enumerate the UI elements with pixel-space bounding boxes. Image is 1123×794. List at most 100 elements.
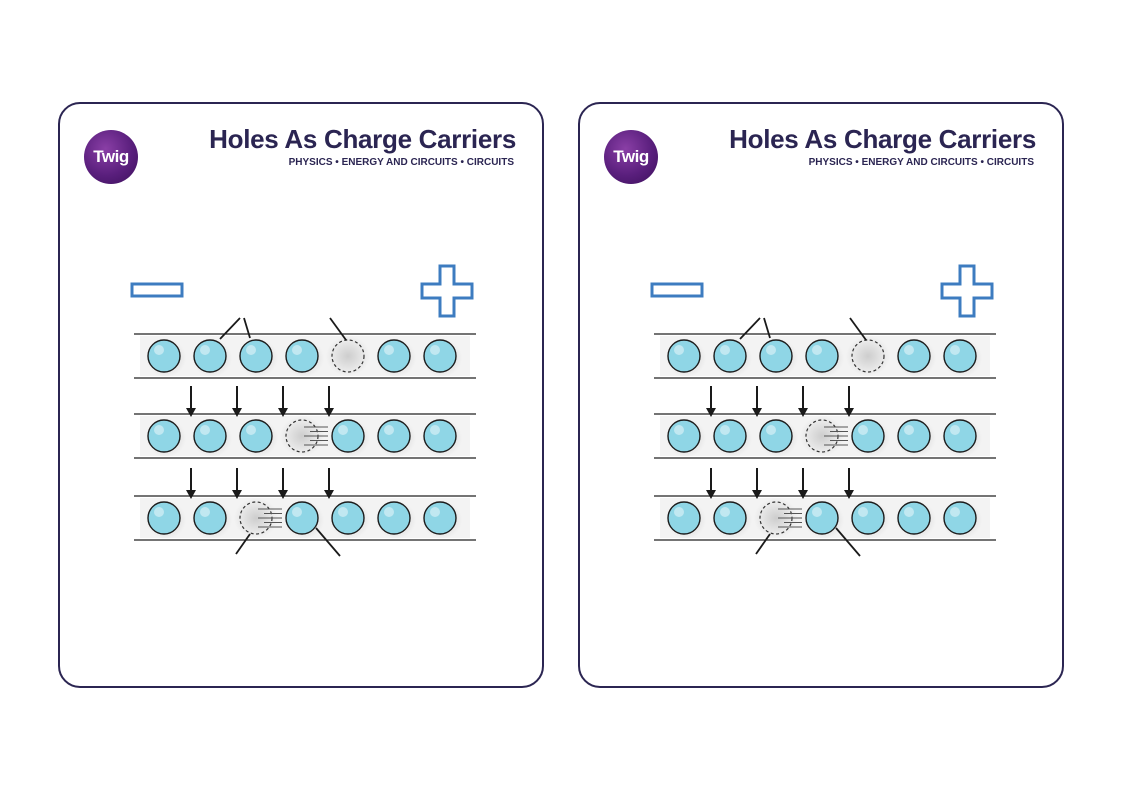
electron-circle (377, 419, 411, 453)
down-arrow-head (706, 408, 716, 417)
electron-circle (851, 501, 885, 535)
electron-circle (193, 339, 227, 373)
electron-highlight (384, 507, 394, 517)
down-arrow-head (752, 408, 762, 417)
down-arrow-head (186, 408, 196, 417)
electron-circle (331, 419, 365, 453)
electron-circle (377, 501, 411, 535)
hole-shading (280, 416, 324, 456)
atom-row (134, 413, 476, 459)
electron-circle (331, 501, 365, 535)
electron-circle (193, 501, 227, 535)
electron-circle (713, 501, 747, 535)
electron-highlight (812, 507, 822, 517)
leader-line (835, 527, 861, 557)
down-arrow-head (186, 490, 196, 499)
down-arrow-head (278, 490, 288, 499)
twig-logo: Twig (84, 130, 138, 184)
electron-circle (943, 339, 977, 373)
down-arrow-head (278, 408, 288, 417)
electron-highlight (674, 507, 684, 517)
electron-highlight (812, 345, 822, 355)
electron-highlight (154, 425, 164, 435)
electron-circle (943, 419, 977, 453)
electron-highlight (858, 425, 868, 435)
electron-circle (423, 419, 457, 453)
electron-highlight (720, 345, 730, 355)
electron-circle (193, 419, 227, 453)
electron-highlight (766, 425, 776, 435)
twig-logo: Twig (604, 130, 658, 184)
hole-conduction-diagram (130, 264, 476, 557)
plus-sign-icon (420, 264, 474, 318)
hole-circle (851, 339, 885, 373)
electron-circle (759, 419, 793, 453)
atom-row (654, 413, 996, 459)
leader-line (763, 317, 771, 339)
electron-highlight (200, 345, 210, 355)
electron-circle (147, 501, 181, 535)
electron-circle (805, 501, 839, 535)
electron-circle (759, 339, 793, 373)
electron-circle (897, 339, 931, 373)
minus-sign-icon (650, 282, 704, 298)
electron-highlight (384, 345, 394, 355)
electron-highlight (674, 425, 684, 435)
electron-circle (667, 501, 701, 535)
page-subtitle: PHYSICS • ENERGY AND CIRCUITS • CIRCUITS (808, 157, 1034, 168)
down-arrow-head (324, 490, 334, 499)
atom-row (654, 495, 996, 541)
electron-highlight (904, 507, 914, 517)
electron-highlight (950, 507, 960, 517)
down-arrow-head (752, 490, 762, 499)
electron-circle (805, 339, 839, 373)
electron-highlight (904, 425, 914, 435)
electron-circle (667, 419, 701, 453)
electron-circle (285, 501, 319, 535)
electron-highlight (950, 345, 960, 355)
electron-circle (377, 339, 411, 373)
page-title: Holes As Charge Carriers (209, 124, 516, 154)
electron-circle (239, 419, 273, 453)
electron-highlight (200, 507, 210, 517)
electron-circle (713, 339, 747, 373)
leader-line (315, 527, 341, 557)
page-subtitle: PHYSICS • ENERGY AND CIRCUITS • CIRCUITS (288, 157, 514, 168)
hole-shading (234, 498, 278, 538)
electron-circle (147, 419, 181, 453)
down-arrow-head (232, 408, 242, 417)
down-arrow-head (798, 408, 808, 417)
electron-highlight (858, 507, 868, 517)
electron-circle (667, 339, 701, 373)
electron-highlight (292, 507, 302, 517)
leader-line (739, 317, 761, 340)
electron-circle (285, 339, 319, 373)
leader-line (329, 317, 347, 341)
hole-conduction-diagram (650, 264, 996, 557)
electron-highlight (430, 425, 440, 435)
hole-shading (846, 336, 890, 376)
electron-circle (713, 419, 747, 453)
atom-row (134, 495, 476, 541)
down-arrow-head (232, 490, 242, 499)
electron-highlight (246, 425, 256, 435)
hole-shading (754, 498, 798, 538)
electron-highlight (292, 345, 302, 355)
electron-highlight (904, 345, 914, 355)
worksheet-card-right: Twig Holes As Charge Carriers PHYSICS • … (578, 102, 1064, 688)
electron-highlight (246, 345, 256, 355)
leader-line (219, 317, 241, 340)
electron-highlight (154, 507, 164, 517)
leader-line (243, 317, 251, 339)
leader-line (849, 317, 867, 341)
hole-shading (326, 336, 370, 376)
hole-circle (331, 339, 365, 373)
electron-highlight (384, 425, 394, 435)
electron-circle (851, 419, 885, 453)
electron-circle (423, 501, 457, 535)
electron-circle (239, 339, 273, 373)
electron-highlight (950, 425, 960, 435)
leader-line (755, 533, 771, 555)
electron-highlight (430, 345, 440, 355)
plus-sign-icon (940, 264, 994, 318)
